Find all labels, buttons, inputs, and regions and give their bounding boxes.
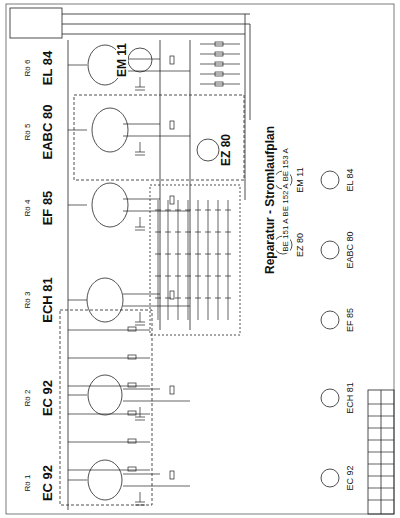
model-numbers: BE 151 A BE 152 A BE 153 A [282, 147, 290, 253]
base-label: EM 11 [296, 166, 305, 193]
tube-type: ECH 81 [41, 276, 54, 324]
plan-title: Reparatur - Stromlaufplan [264, 125, 276, 275]
tube-type: EL 84 [41, 50, 54, 86]
tube-position: Rö 4 [24, 199, 32, 218]
tube-position: Rö 5 [24, 123, 32, 142]
tube-type: EM 11 [116, 42, 128, 78]
tube-position: Rö 1 [24, 474, 32, 493]
tube-position: Rö 6 [24, 59, 32, 78]
base-label: EC 92 [346, 464, 355, 491]
tube-position: Rö 2 [24, 389, 32, 408]
base-label: EL 84 [346, 167, 355, 192]
tube-type: EC 92 [41, 379, 54, 417]
base-label: EZ 80 [296, 232, 305, 258]
tube-type: EABC 80 [41, 104, 54, 161]
base-label: EF 85 [346, 307, 355, 333]
base-label: EABC 80 [346, 230, 355, 269]
tube-type: EF 85 [41, 190, 54, 227]
base-label: ECH 81 [346, 381, 355, 415]
tube-type: EZ 80 [220, 133, 232, 167]
tube-type: EC 92 [41, 464, 54, 502]
tube-position: Rö 3 [24, 291, 32, 310]
